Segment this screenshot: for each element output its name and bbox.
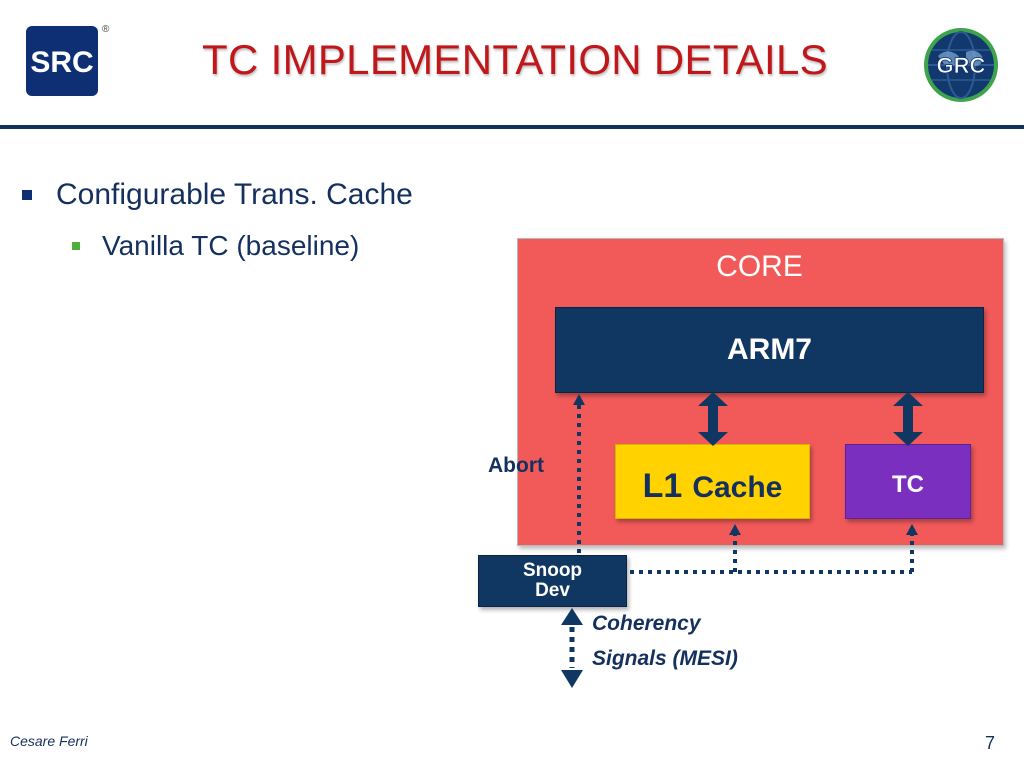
coherency-signals-arrow-icon: [561, 608, 583, 688]
src-logo-icon: SRC: [30, 46, 93, 79]
bullet-item: Configurable Trans. Cache: [22, 178, 413, 212]
cache-label: Cache: [692, 471, 783, 504]
square-bullet-icon: [72, 242, 80, 250]
registered-mark: ®: [102, 24, 110, 35]
abort-label: Abort: [488, 454, 544, 477]
arm7-box: ARM7: [555, 307, 984, 393]
bullet-text: Configurable Trans. Cache: [56, 178, 413, 211]
footer-author: Cesare Ferri: [10, 733, 88, 749]
grc-globe-icon: GRC: [924, 28, 998, 102]
coherency-signals-label: Coherency Signals (MESI): [592, 606, 738, 676]
grc-logo: GRC: [922, 26, 1000, 104]
sub-bullet-text: Vanilla TC (baseline): [102, 230, 360, 261]
src-logo-text: SRC: [30, 46, 93, 79]
coherency-line-2: Signals (MESI): [592, 647, 738, 670]
arm7-label: ARM7: [726, 333, 812, 366]
slide-title: TC IMPLEMENTATION DETAILS: [202, 36, 828, 83]
tc-box: TC: [845, 444, 971, 519]
dev-label: Dev: [535, 580, 570, 601]
src-logo: SRC: [26, 26, 98, 96]
grc-logo-text: GRC: [937, 53, 986, 78]
square-bullet-icon: [22, 190, 32, 200]
header-divider: [0, 125, 1024, 129]
snoop-dev-box: Snoop Dev: [478, 555, 627, 607]
core-label: CORE: [716, 250, 803, 283]
coherency-line-1: Coherency: [592, 612, 701, 635]
l1-cache-box: L1 Cache: [615, 444, 810, 519]
tc-label: TC: [892, 471, 924, 498]
sub-bullet-item: Vanilla TC (baseline): [72, 230, 359, 262]
page-number: 7: [985, 733, 996, 753]
snoop-label: Snoop: [522, 560, 583, 581]
l1-label: L1: [642, 467, 683, 505]
